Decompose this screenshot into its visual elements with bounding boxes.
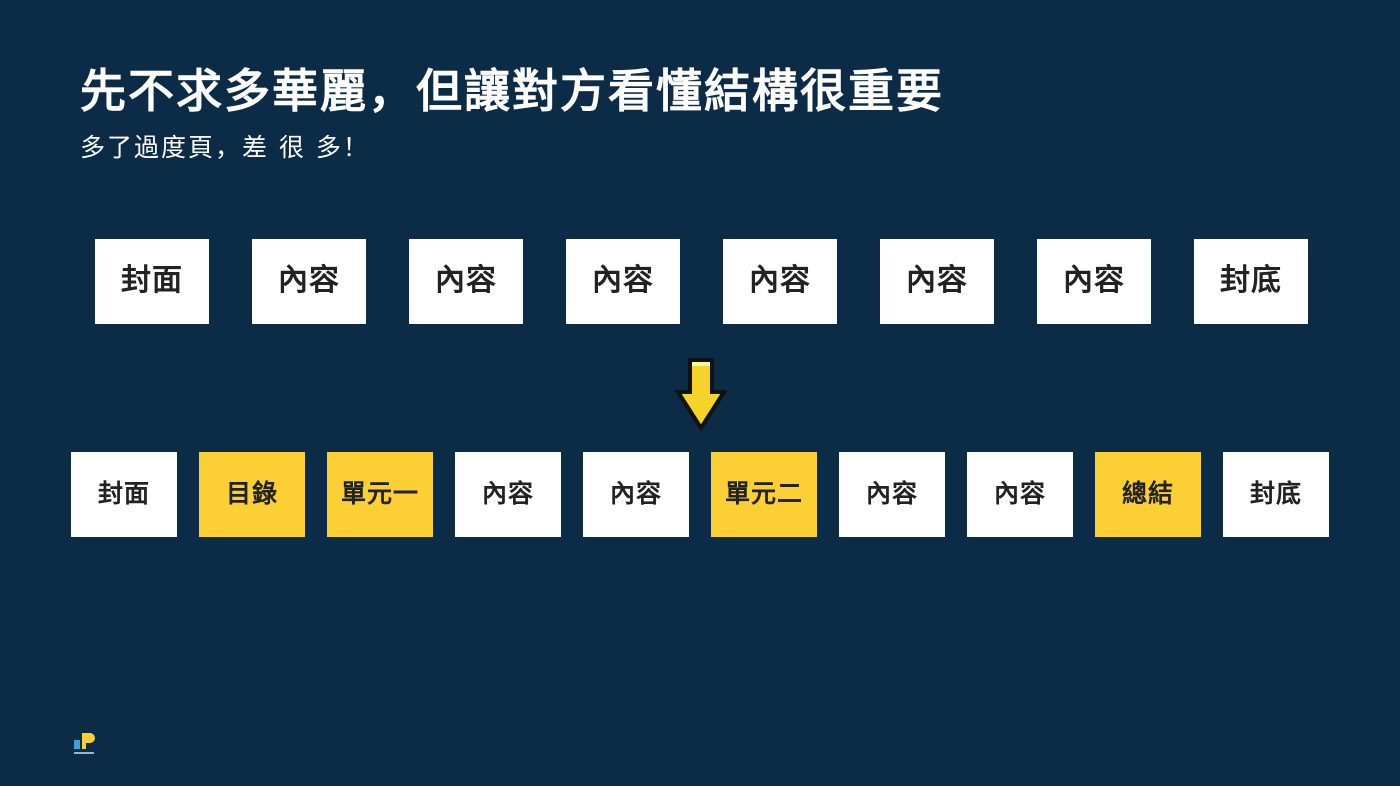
page-card-content: 內容 (839, 452, 945, 537)
arrow-down-icon (674, 358, 728, 432)
page-card-unit-two: 單元二 (711, 452, 817, 537)
slide-subtitle: 多了過度頁，差 很 多！ (80, 133, 370, 162)
page-card-content: 內容 (455, 452, 561, 537)
slide-title: 先不求多華麗，但讓對方看懂結構很重要 (80, 64, 944, 118)
page-card-content: 內容 (880, 239, 994, 324)
page-card-content: 內容 (252, 239, 366, 324)
page-card-summary: 總結 (1095, 452, 1201, 537)
brand-logo-icon (74, 733, 95, 754)
page-card-content: 內容 (723, 239, 837, 324)
page-card-back-cover: 封底 (1194, 239, 1308, 324)
page-card-content: 內容 (967, 452, 1073, 537)
page-card-cover: 封面 (71, 452, 177, 537)
page-card-content: 內容 (583, 452, 689, 537)
page-card-cover: 封面 (95, 239, 209, 324)
page-card-back-cover: 封底 (1223, 452, 1329, 537)
page-card-content: 內容 (409, 239, 523, 324)
page-card-content: 內容 (1037, 239, 1151, 324)
page-card-unit-one: 單元一 (327, 452, 433, 537)
before-sequence: 封面 內容 內容 內容 內容 內容 內容 封底 (95, 239, 1308, 324)
page-card-content: 內容 (566, 239, 680, 324)
page-card-toc: 目錄 (199, 452, 305, 537)
after-sequence: 封面 目錄 單元一 內容 內容 單元二 內容 內容 總結 封底 (71, 452, 1329, 537)
